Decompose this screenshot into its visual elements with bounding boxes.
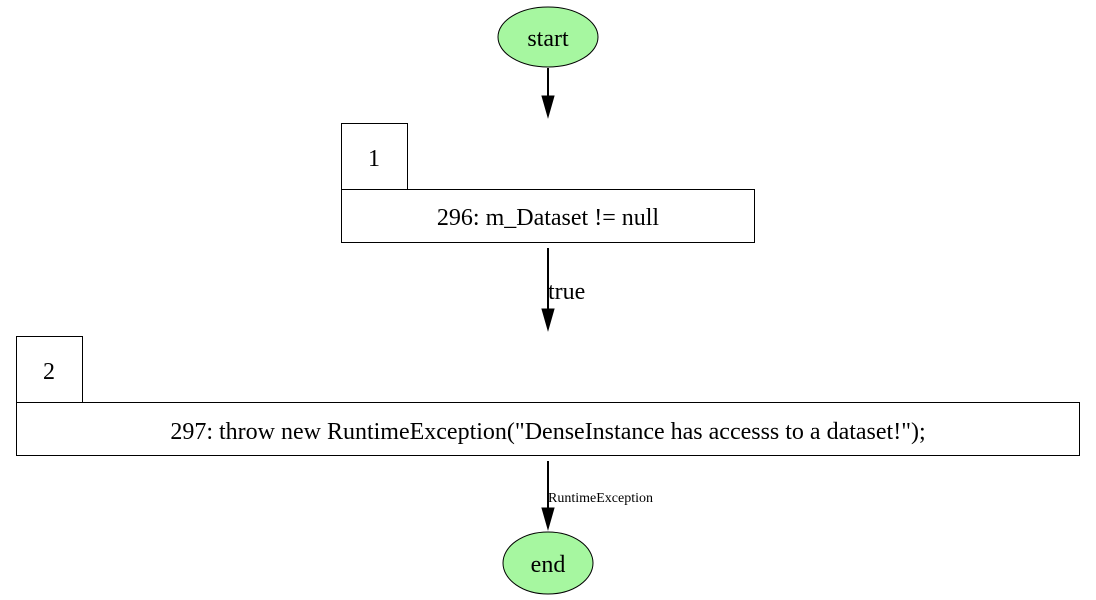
block-1-id-label: 1 [368, 146, 380, 172]
block-2-statement-box [16, 402, 1080, 456]
start-node: start [497, 6, 599, 68]
edge-1-to-2: true [541, 248, 585, 332]
edge-start-to-1 [541, 68, 555, 119]
start-node-label: start [527, 26, 569, 52]
edge-start-to-1-arrow [541, 95, 555, 119]
block-2: 2 297: throw new RuntimeException("Dense… [16, 336, 1080, 456]
block-2-id-box [16, 336, 83, 403]
block-2-id-label: 2 [43, 359, 55, 385]
edge-2-to-end-label: RuntimeException [548, 491, 653, 506]
block-1-statement-box [341, 189, 755, 243]
end-node-label: end [531, 552, 566, 578]
block-1: 1 296: m_Dataset != null [341, 123, 755, 243]
block-1-id-box [341, 123, 408, 190]
end-node-ellipse [502, 531, 594, 595]
edge-1-to-2-label: true [548, 279, 585, 305]
edge-2-to-end-arrow [541, 507, 555, 531]
end-node: end [502, 531, 594, 595]
start-node-ellipse [497, 6, 599, 68]
edge-2-to-end: RuntimeException [541, 461, 653, 531]
block-2-statement: 297: throw new RuntimeException("DenseIn… [170, 419, 925, 445]
edge-1-to-2-arrow [541, 308, 555, 332]
block-1-statement: 296: m_Dataset != null [437, 205, 659, 231]
